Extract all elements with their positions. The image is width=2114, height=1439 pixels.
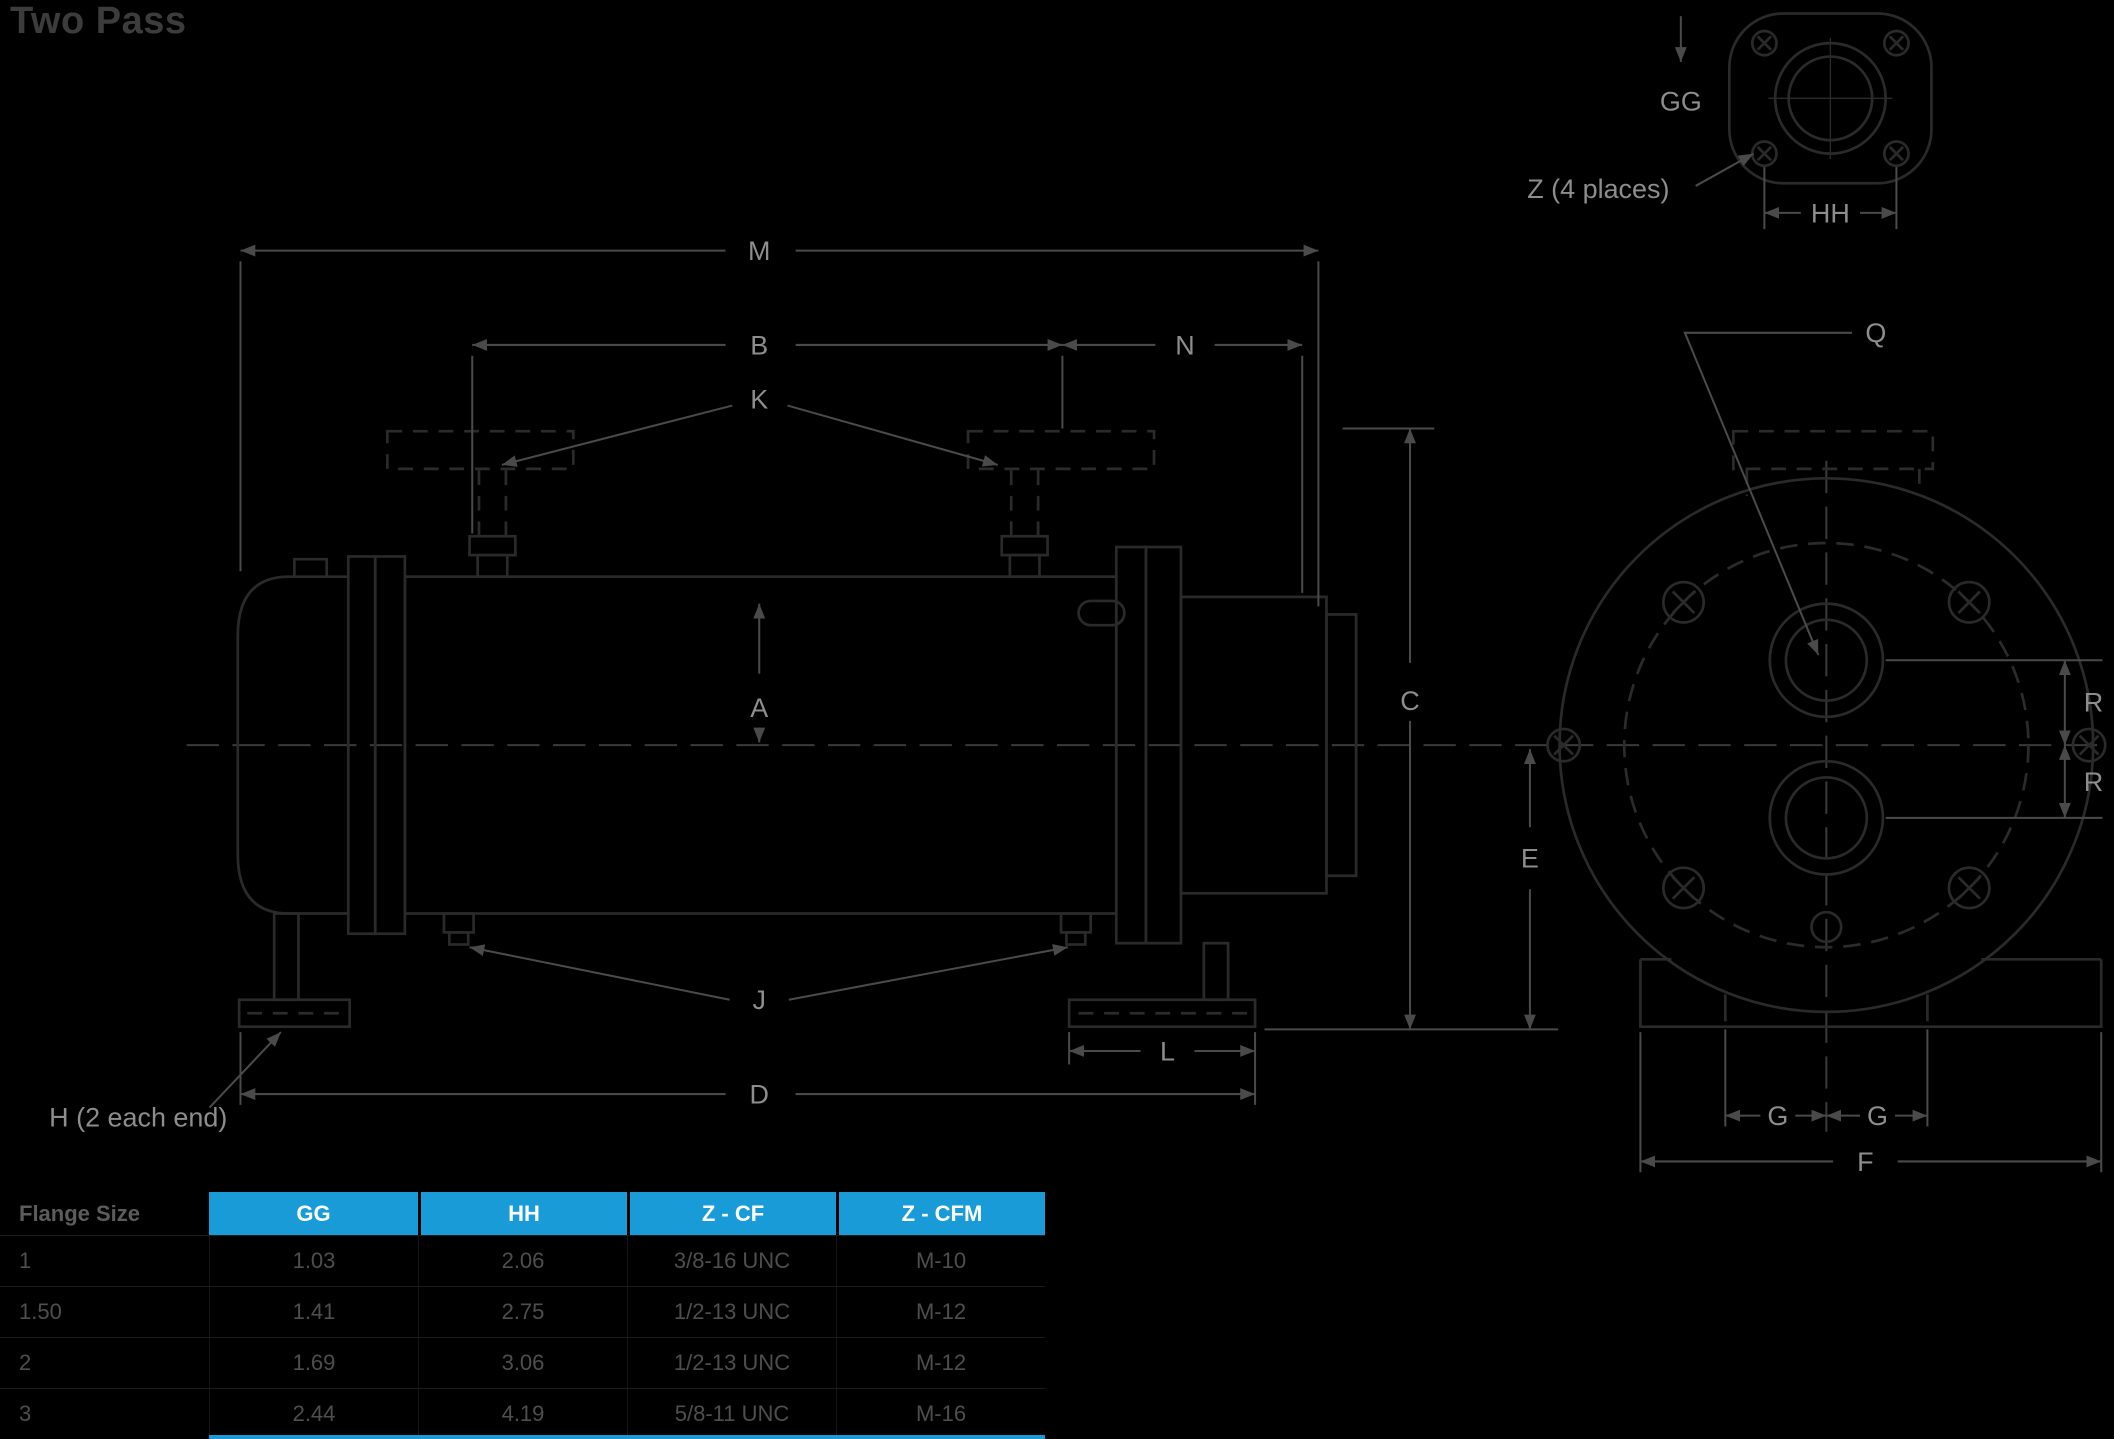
cell-gg: 1.69 <box>209 1338 418 1388</box>
cell-hh: 2.06 <box>418 1236 627 1286</box>
dashed-piping-outlines <box>247 429 2030 1015</box>
dim-label-G-right: G <box>1867 1101 1888 1131</box>
dim-label-H-note: H (2 each end) <box>49 1102 227 1132</box>
cell-z-cfm: M-12 <box>836 1338 1045 1388</box>
dimension-labels: M B N K A C E J L D H (2 each end) G G F… <box>49 86 2103 1176</box>
dim-label-G-left: G <box>1767 1101 1788 1131</box>
column-header-hh: HH <box>418 1192 627 1235</box>
flange-size-header: Flange Size <box>19 1200 141 1226</box>
dim-label-C: C <box>1400 686 1419 716</box>
column-header-gg: GG <box>209 1192 418 1235</box>
bolt-icons <box>1546 580 2107 910</box>
cell-gg: 2.44 <box>209 1389 418 1439</box>
page-title: Two Pass <box>10 0 187 42</box>
table-row: 1 1.03 2.06 3/8-16 UNC M-10 <box>0 1235 1045 1286</box>
table-row: 3 2.44 4.19 5/8-11 UNC M-16 <box>0 1388 1045 1439</box>
cell-gg: 1.41 <box>209 1287 418 1337</box>
dim-label-L: L <box>1160 1036 1175 1066</box>
flange-detail <box>1727 12 1933 185</box>
dim-label-F: F <box>1857 1147 1873 1177</box>
dim-label-B: B <box>750 330 768 360</box>
dim-label-M: M <box>748 236 770 266</box>
cell-flange-size: 3 <box>19 1401 32 1426</box>
dim-label-E: E <box>1521 844 1539 874</box>
table-row: 2 1.69 3.06 1/2-13 UNC M-12 <box>0 1337 1045 1388</box>
cell-flange-size: 2 <box>19 1350 32 1375</box>
table-header-row: Flange Size GG HH Z - CF Z - CFM <box>0 1192 1045 1235</box>
cell-z-cf: 5/8-11 UNC <box>627 1389 836 1439</box>
end-view <box>1546 476 2107 1029</box>
dim-label-R-top: R <box>2084 687 2103 717</box>
dim-label-J: J <box>752 985 765 1015</box>
table-row: 1.50 1.41 2.75 1/2-13 UNC M-12 <box>0 1286 1045 1337</box>
cell-gg: 1.03 <box>209 1236 418 1286</box>
dim-label-N: N <box>1175 330 1194 360</box>
dim-label-HH: HH <box>1811 198 1850 228</box>
dim-label-D: D <box>749 1080 768 1110</box>
centerlines <box>186 460 2110 1132</box>
dimension-lines <box>208 16 2103 1173</box>
next-table-header-strip <box>209 1435 1045 1439</box>
cell-hh: 4.19 <box>418 1389 627 1439</box>
dim-label-K: K <box>750 384 768 414</box>
dim-label-Q: Q <box>1865 318 1886 348</box>
cell-z-cf: 3/8-16 UNC <box>627 1236 836 1286</box>
cell-hh: 2.75 <box>418 1287 627 1337</box>
cell-z-cfm: M-12 <box>836 1287 1045 1337</box>
cell-z-cf: 1/2-13 UNC <box>627 1338 836 1388</box>
dim-label-R-bottom: R <box>2084 767 2103 797</box>
cell-flange-size: 1 <box>19 1248 32 1273</box>
cell-flange-size: 1.50 <box>19 1299 62 1324</box>
dim-label-A: A <box>750 693 768 723</box>
column-header-z-cf: Z - CF <box>627 1192 836 1235</box>
cell-z-cfm: M-16 <box>836 1389 1045 1439</box>
cell-z-cfm: M-10 <box>836 1236 1045 1286</box>
cell-hh: 3.06 <box>418 1338 627 1388</box>
side-view <box>236 534 1358 1029</box>
cell-z-cf: 1/2-13 UNC <box>627 1287 836 1337</box>
column-header-z-cfm: Z - CFM <box>836 1192 1045 1235</box>
flange-size-table: Flange Size GG HH Z - CF Z - CFM 1 1.03 … <box>0 1192 1045 1439</box>
dim-label-GG: GG <box>1660 86 1702 116</box>
dim-label-Z-note: Z (4 places) <box>1527 174 1669 204</box>
